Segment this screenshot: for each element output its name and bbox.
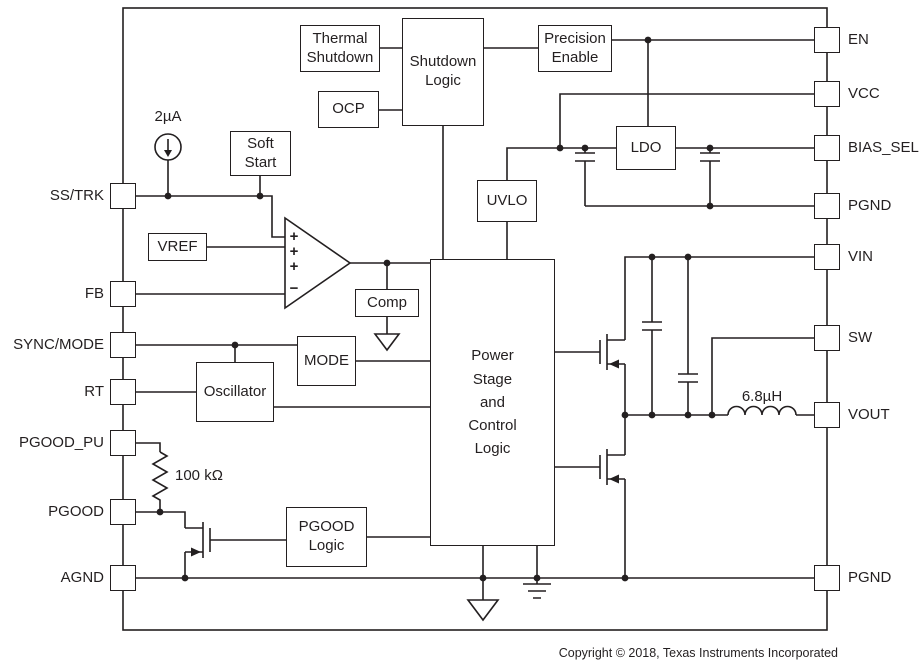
capacitor-boot-2 — [678, 257, 698, 415]
pin-vout — [814, 402, 840, 428]
wire-pgood-pu — [130, 442, 161, 452]
inductor-value: 6.8µH — [741, 388, 783, 405]
junction-dots — [156, 36, 716, 582]
copyright-notice: Copyright © 2018, Texas Instruments Inco… — [558, 646, 838, 660]
wire-sync-mode — [130, 344, 297, 362]
block-comp: Comp — [355, 289, 419, 317]
error-amplifier-symbol — [284, 216, 352, 310]
pin-label-ss-trk: SS/TRK — [49, 187, 104, 204]
block-mode: MODE — [297, 336, 356, 386]
block-uvlo: UVLO — [477, 180, 537, 222]
pin-fb — [110, 281, 136, 307]
inductor-symbol — [727, 405, 797, 416]
block-vref: VREF — [148, 233, 207, 261]
block-precision-enable: Precision Enable — [538, 25, 612, 72]
pin-label-pgood-pu: PGOOD_PU — [18, 434, 104, 451]
wire-pgood — [130, 511, 186, 528]
pin-sw — [814, 325, 840, 351]
pin-label-rt: RT — [84, 383, 104, 400]
pin-rt — [110, 379, 136, 405]
wire-sw-pin — [711, 337, 820, 415]
wire-vcc — [559, 93, 820, 148]
current-source-value: 2µA — [154, 108, 182, 125]
block-ldo: LDO — [616, 126, 676, 170]
ground-pgnd-symbol — [523, 583, 551, 599]
capacitor-ldo-right — [700, 148, 720, 206]
amp-input-minus: − — [289, 280, 299, 297]
ground-comp-symbol — [373, 333, 401, 352]
chip-outline — [122, 7, 828, 631]
pin-label-fb: FB — [84, 285, 104, 302]
pin-vin — [814, 244, 840, 270]
block-ocp: OCP — [318, 91, 379, 128]
block-pgood-logic: PGOOD Logic — [286, 507, 367, 567]
pin-pgnd-lower — [814, 565, 840, 591]
resistor-symbol — [151, 451, 169, 512]
pin-en — [814, 27, 840, 53]
pin-label-en: EN — [848, 31, 869, 48]
wire-ss-trk — [130, 195, 285, 238]
pin-label-vcc: VCC — [848, 85, 880, 102]
pin-agnd — [110, 565, 136, 591]
wire-vin — [624, 256, 820, 340]
pin-label-vin: VIN — [848, 248, 874, 265]
pin-label-pgnd-upper: PGND — [848, 197, 892, 214]
pin-label-agnd: AGND — [60, 569, 104, 586]
amp-input-plus-1: + — [289, 228, 299, 245]
pin-bias-sel — [814, 135, 840, 161]
pin-ss-trk — [110, 183, 136, 209]
block-shutdown-logic: Shutdown Logic — [402, 18, 484, 126]
pin-label-sync-mode: SYNC/MODE — [13, 336, 104, 353]
resistor-value: 100 kΩ — [175, 467, 223, 484]
block-oscillator: Oscillator — [196, 362, 274, 422]
pin-pgood — [110, 499, 136, 525]
block-power-stage: Power Stage and Control Logic — [430, 259, 555, 546]
pin-pgood-pu — [110, 430, 136, 456]
pin-vcc — [814, 81, 840, 107]
capacitor-ldo-left — [575, 148, 595, 206]
capacitor-boot-1 — [642, 257, 662, 415]
current-source-symbol — [154, 133, 182, 161]
pin-label-vout: VOUT — [848, 406, 890, 423]
amp-input-plus-2: + — [289, 243, 299, 260]
pin-sync-mode — [110, 332, 136, 358]
ground-agnd-symbol — [466, 599, 500, 622]
pin-label-sw: SW — [848, 329, 873, 346]
mosfet-low-side — [553, 449, 625, 485]
pin-label-pgnd-lower: PGND — [848, 569, 892, 586]
pin-label-pgood: PGOOD — [48, 503, 104, 520]
symbol-arrows — [164, 150, 619, 557]
amp-input-plus-3: + — [289, 258, 299, 275]
pin-pgnd-upper — [814, 193, 840, 219]
wire-vcc-node — [506, 147, 616, 180]
mosfet-high-side — [553, 334, 625, 370]
pin-label-bias-sel: BIAS_SEL — [848, 139, 919, 156]
mosfet-pgood — [184, 522, 286, 578]
block-soft-start: Soft Start — [230, 131, 291, 176]
block-thermal-shutdown: Thermal Shutdown — [300, 25, 380, 72]
